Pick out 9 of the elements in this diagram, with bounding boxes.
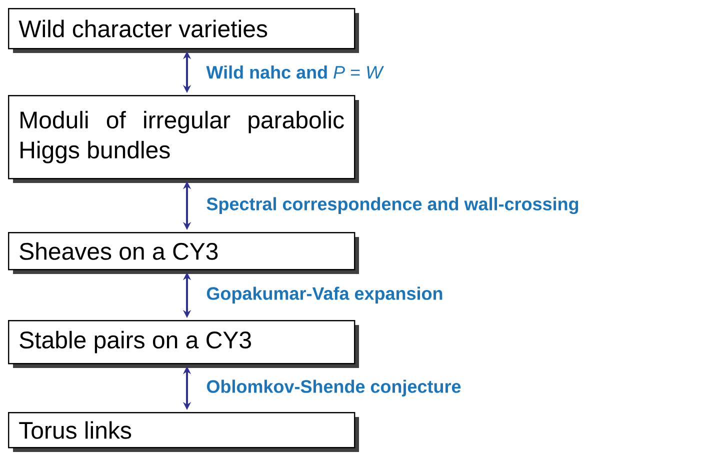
text-box: Sheaves on a CY3 <box>8 232 359 274</box>
edge-label: Oblomkov-Shende conjecture <box>206 380 461 396</box>
text-box: Stable pairs on a CY3 <box>8 320 359 368</box>
text-box: Moduli of irregular parabolic Higgs bundles <box>8 95 359 183</box>
text-box: Wild character varieties <box>8 8 359 53</box>
edge-label: Spectral correspondence and wall-crossing <box>206 197 578 214</box>
edge-label: Wild nahc and P = W <box>206 65 384 79</box>
text-box: Torus links <box>8 412 359 452</box>
edge-label: Gopakumar-Vafa expansion <box>206 286 442 304</box>
